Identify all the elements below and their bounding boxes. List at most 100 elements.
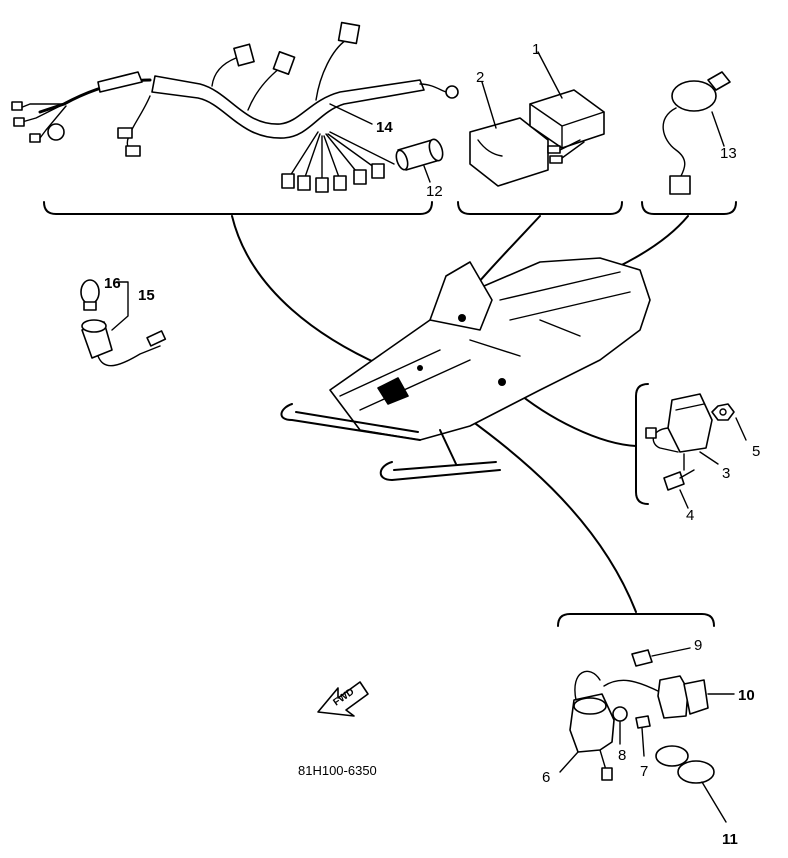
location-cdi [417,365,423,371]
bundle-terminal-6 [371,163,385,179]
harness-wire-top-2 [247,67,281,111]
switch-wire [662,107,686,179]
ski-front [280,403,421,441]
bolt-a-label-leader [679,489,689,509]
bracket-leader [511,387,637,447]
label-6: 6 [542,769,550,786]
label-1: 1 [532,41,540,58]
lower-terminal-b [125,145,141,157]
bolt-head-a [663,471,685,491]
location-bracket [498,378,506,386]
cdi-unit-edges [529,103,605,149]
label-15: 15 [138,287,155,304]
fwd-arrow-shape [317,681,369,717]
bracket-terminal [645,427,657,439]
plug-cap-cover-a [655,745,689,767]
cdi-terminal-1 [547,145,561,154]
main-switch-illustration [662,71,731,195]
diagram-code: 81H100-6350 [298,763,377,778]
bundle-terminal-4 [333,175,347,191]
bundle-terminal-5 [353,169,367,185]
bolt-b-shape [635,715,651,729]
tail-lamp-leader [423,165,431,183]
label-16: 16 [104,275,121,292]
socket-back [395,149,409,171]
label-14: 14 [376,119,393,136]
label-7: 7 [640,763,648,780]
ski-front-inner [295,411,419,433]
coil-lower-wire [599,749,607,771]
cdi-cover-leader [481,81,497,129]
lower-terminal-a [117,127,133,139]
bracket-wire [652,427,679,453]
part-labels: 1 2 3 4 5 6 7 8 9 10 11 12 13 14 15 16 8… [104,41,760,848]
ski-rear-inner [393,461,497,471]
top-connector-1 [233,43,255,67]
label-10: 10 [738,687,755,704]
group-brackets [43,201,737,627]
main-switch-leader [711,111,725,147]
switch-body [671,80,717,112]
nut-label-leader [735,417,747,441]
harness-leader [231,215,393,371]
snowmobile-windshield [429,261,493,331]
bracket-edge [675,403,705,411]
lamp-socket-top [81,319,107,333]
snowmobile-seat-lines [469,271,631,357]
ignition-coil-illustration [559,647,735,823]
bolt-shaft-a [679,469,695,479]
label-11: 11 [722,831,738,848]
coil-label-leader [559,751,579,773]
cdi-wires [559,139,585,159]
bundle-terminal-2 [297,175,311,191]
switch-connector [669,175,691,195]
nut-hole [719,408,727,416]
harness-upper-left-segment [97,71,143,93]
harness-group-bracket [43,201,433,215]
harness-wire-top-1 [211,57,237,87]
lamp-label-leader [111,281,129,331]
ski-rear [379,461,501,481]
harness-bundle-wires [289,131,395,183]
top-connector-3 [337,21,361,45]
wire-harness-illustration [11,21,459,193]
cdi-unit-shape [529,89,605,149]
label-12: 12 [426,183,443,200]
harness-left-wire-a [19,103,65,109]
label-13: 13 [720,145,737,162]
harness-right-wire [419,83,447,93]
cdi-unit-leader [537,51,563,99]
label-9: 9 [694,637,702,654]
left-terminal-c [29,133,41,143]
snowmobile-hood-lines [339,349,471,411]
plug-cap-b [683,679,709,715]
lamp-wire [97,345,161,367]
harness-leader-line [329,103,373,125]
harness-eyelet [445,85,459,99]
cdi-group-bracket [457,201,623,215]
harness-left-wire-c [39,105,67,139]
bundle-terminal-3 [315,177,329,193]
nut-shape [711,403,735,421]
cdi-terminal-2 [549,155,563,164]
plug-cap-cover-b [677,760,715,784]
bundle-terminal-1 [281,173,295,189]
coil-lead-right [603,679,661,693]
top-connector-2 [272,51,296,75]
harness-left-wire-b [21,103,65,123]
ski-strut [439,429,457,465]
socket-end [428,138,444,162]
cdi-cover-shape [469,117,549,187]
label-8: 8 [618,747,626,764]
bracket-illustration [645,393,747,509]
left-terminal-b [13,117,25,127]
switch-key [707,71,731,91]
lamp-illustration [80,279,167,367]
coil-top [573,697,607,715]
coil-connector-shape [631,649,653,667]
bracket-shape [667,393,713,453]
bulb-shape [80,279,100,305]
bulb-base [83,301,97,311]
coil-group-bracket [557,613,715,627]
